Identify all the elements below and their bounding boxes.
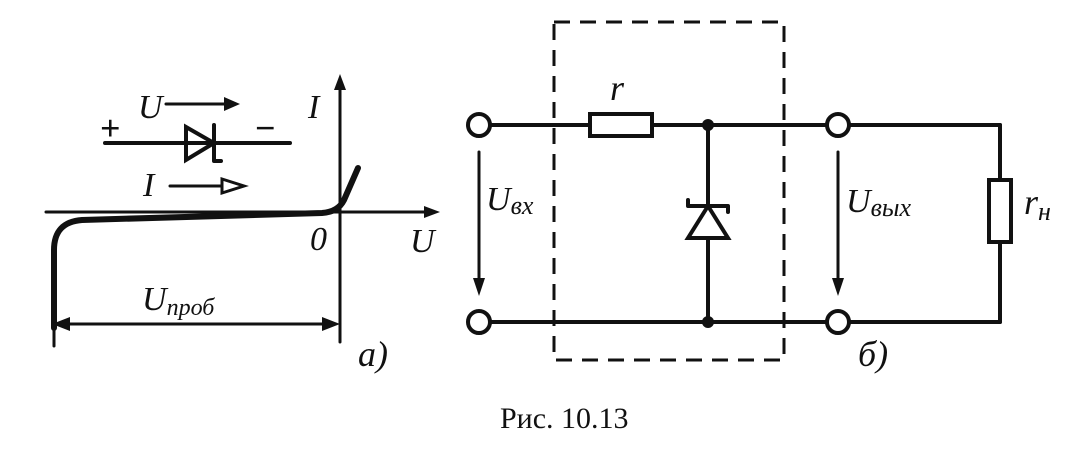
input-voltage-arrowhead [473,278,485,296]
input-voltage-label: Uвх [486,181,534,220]
output-terminal-top [825,112,851,138]
regulator-dashed-box [552,20,786,362]
output-voltage-label: Uвых [846,183,911,222]
output-terminal-bottom [825,309,851,335]
figure-caption: Рис. 10.13 [500,402,629,435]
diode-symbol-bar [212,123,223,163]
y-axis-label: I [307,89,321,126]
panel-b-label: б) [858,334,888,374]
voltage-arrow-label: U [138,89,165,126]
x-axis-arrowhead [424,206,440,218]
series-resistor-r [588,112,654,138]
iv-characteristic-curve [51,165,361,331]
series-resistor-label: r [610,68,625,108]
polarity-plus: + [100,108,121,148]
breakdown-arrow-left [52,317,70,331]
breakdown-arrow-right [322,317,340,331]
load-resistor [987,178,1013,244]
load-resistor-label: rн [1024,182,1051,226]
current-arrow-head [220,176,249,196]
x-axis-label: U [410,223,437,260]
panel-a-label: а) [358,334,388,374]
polarity-minus: − [255,108,276,148]
voltage-arrow-head [224,97,240,111]
breakdown-voltage-label: Uпроб [142,281,215,321]
origin-label: 0 [310,221,327,258]
output-voltage-arrowhead [832,278,844,296]
y-axis-arrowhead [334,74,346,90]
input-terminal-bottom [466,309,492,335]
panel-a: + − U I I U 0 Uпроб а) [44,74,440,374]
panel-b: r Uвх Uвых rн б) [466,20,1051,374]
current-arrow-label: I [142,167,156,204]
diode-symbol-triangle [184,123,218,164]
input-terminal-top [466,112,492,138]
zener-triangle [684,202,732,240]
